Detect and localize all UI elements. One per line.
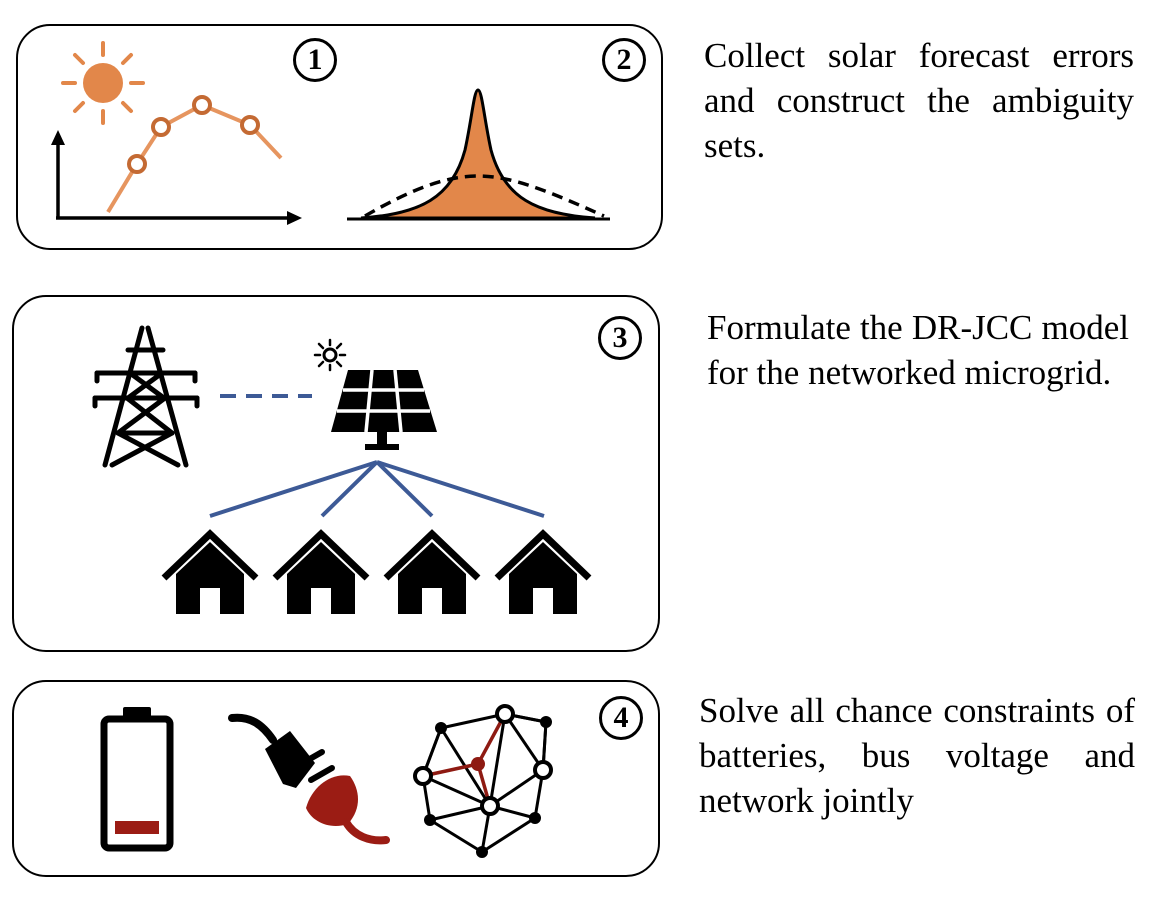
step-badge-2: 2 (602, 38, 646, 82)
small-sun-icon (313, 338, 347, 372)
step-4-description: Solve all chance constraints of batterie… (699, 691, 1135, 820)
house-icon (383, 529, 481, 614)
sun-icon (61, 41, 145, 125)
step-badge-1: 1 (293, 38, 337, 82)
battery-icon (100, 707, 174, 852)
plug-icon (228, 713, 390, 845)
house-icon (272, 529, 370, 614)
step-2-description: Collect solar forecast errors and constr… (704, 36, 1134, 165)
step-3-description: Formulate the DR-JCC model for the netwo… (707, 308, 1129, 392)
step-badge-4: 4 (599, 696, 643, 740)
house-icon (494, 529, 592, 614)
step-badge-3: 3 (598, 316, 642, 360)
feeder-lines (209, 460, 545, 518)
forecast-curve-icon (51, 95, 302, 225)
solar-panel-icon (331, 369, 437, 450)
house-icon (161, 529, 259, 614)
transmission-tower-icon (92, 325, 200, 468)
distribution-icon (347, 88, 610, 221)
network-graph-icon (413, 704, 553, 858)
